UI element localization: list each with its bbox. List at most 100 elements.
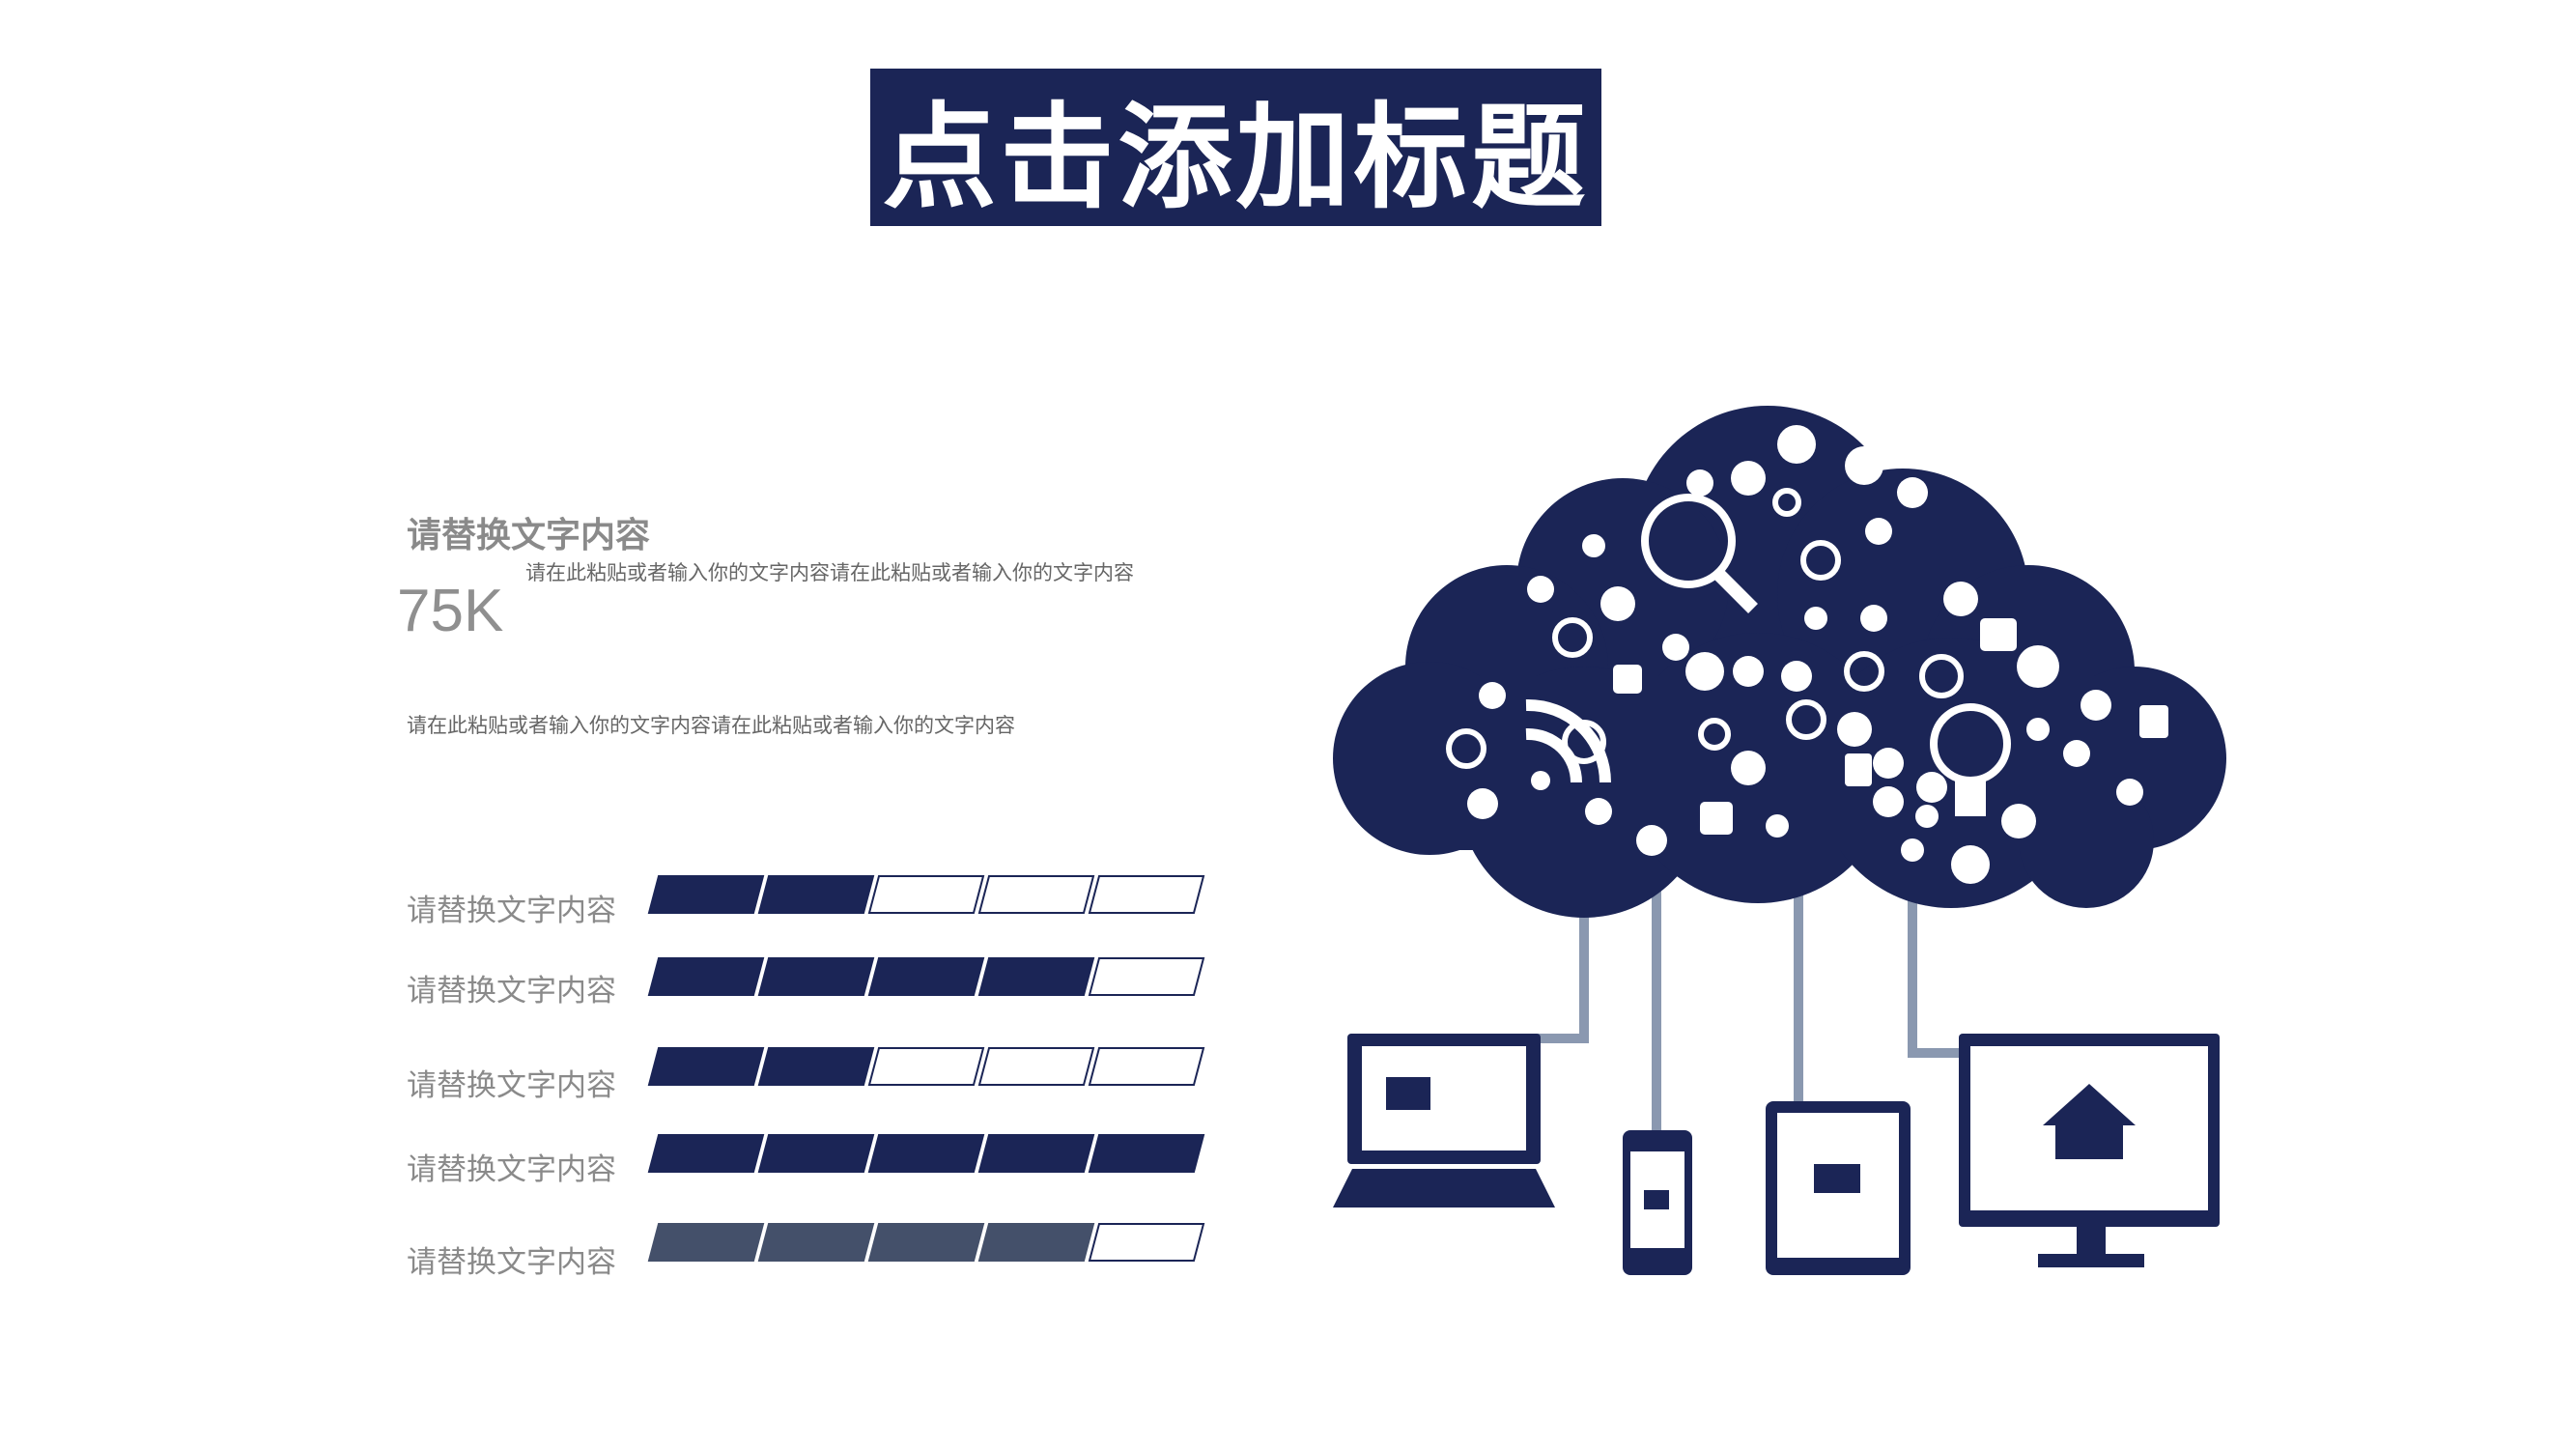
bell-icon: [1582, 534, 1605, 557]
progress-segment-filled: [757, 875, 875, 914]
progress-bar-4: [647, 1134, 1205, 1173]
cart-icon-3: [1814, 1164, 1860, 1193]
clipboard-icon: [1845, 753, 1872, 786]
lightbulb-icon-small: [1585, 798, 1612, 825]
refresh-icon-3: [1860, 605, 1887, 632]
progress-segment-filled: [977, 1134, 1095, 1173]
bell-icon-4: [2026, 718, 2050, 741]
row-label-1: 请替换文字内容: [407, 894, 616, 928]
progress-segment-filled: [867, 1223, 985, 1262]
progress-segment-filled: [647, 875, 765, 914]
progress-segment-filled: [757, 1047, 875, 1086]
gear-icon: [1916, 772, 1947, 803]
progress-segment-empty: [1088, 875, 1205, 914]
cart-icon: [1766, 814, 1789, 838]
cloud-icon: [1333, 406, 2226, 918]
tablet-icon: [1766, 1101, 1911, 1275]
chat-icon: [1467, 788, 1498, 819]
gear-icon-2: [1915, 805, 1939, 828]
users-icon-4: [1943, 582, 1978, 616]
progress-bar-3: [647, 1047, 1205, 1086]
pie-chart-icon: [1731, 751, 1766, 785]
progress-segment-filled: [647, 957, 765, 996]
globe-icon: [1685, 652, 1724, 691]
progress-bar-2: [647, 957, 1205, 996]
globe-icon-2: [2017, 645, 2059, 688]
monitor-icon: [1959, 1034, 2220, 1267]
save-icon: [1613, 665, 1642, 694]
magnifier-icon: [1641, 494, 1758, 613]
progress-segment-empty: [867, 1047, 985, 1086]
subheading: 请替换文字内容: [407, 516, 651, 555]
coffee-icon-3: [2063, 740, 2090, 767]
info-icon: [1562, 720, 1606, 764]
power-icon-3: [1786, 699, 1826, 740]
progress-bar-5: [647, 1223, 1205, 1262]
users-icon-2: [1731, 461, 1766, 496]
progress-segment-empty: [977, 875, 1095, 914]
progress-segment-empty: [1088, 1223, 1205, 1262]
progress-segment-filled: [977, 957, 1095, 996]
bell-icon-3: [1873, 786, 1904, 817]
clipboard-icon-2: [2139, 705, 2168, 738]
progress-bar-1: [647, 875, 1205, 914]
home-icon: [2043, 1084, 2136, 1159]
stat-value: 75K: [397, 578, 504, 644]
description-top: 请在此粘贴或者输入你的文字内容请在此粘贴或者输入你的文字内容: [525, 561, 1134, 584]
save-icon-2: [1700, 802, 1733, 835]
location-pin-icon-3: [2081, 690, 2111, 721]
location-pin-icon: [1662, 634, 1689, 661]
refresh-icon-2: [1772, 488, 1801, 517]
pie-chart-icon-3: [1951, 845, 1990, 884]
progress-segment-filled: [757, 1134, 875, 1173]
cart-icon-2: [2116, 779, 2143, 806]
row-label-3: 请替换文字内容: [407, 1068, 616, 1103]
progress-segment-filled: [647, 1223, 765, 1262]
progress-segment-filled: [647, 1134, 765, 1173]
headset-icon: [1446, 728, 1486, 769]
headset-icon-2: [1919, 654, 1964, 698]
progress-segment-empty: [1088, 1047, 1205, 1086]
cloud-devices-illustration: [1333, 406, 2226, 1275]
pie-chart-icon-2: [1845, 446, 1883, 485]
progress-segment-filled: [647, 1047, 765, 1086]
chat-icon-4: [1636, 825, 1667, 856]
small-icons: [1446, 425, 2168, 884]
progress-segment-empty: [867, 875, 985, 914]
progress-segment-filled: [757, 1223, 875, 1262]
laptop-icon: [1333, 1034, 1555, 1208]
progress-segment-filled: [1088, 1134, 1205, 1173]
info-icon-2: [1844, 651, 1884, 692]
progress-segment-empty: [1088, 957, 1205, 996]
lightbulb-icon: [1930, 703, 2011, 816]
progress-segment-empty: [977, 1047, 1095, 1086]
title-banner: 点击添加标题: [870, 69, 1601, 226]
row-label-4: 请替换文字内容: [407, 1152, 616, 1187]
row-label-5: 请替换文字内容: [407, 1245, 616, 1280]
strategy-icon: [1804, 607, 1827, 630]
users-icon: [1479, 682, 1506, 709]
page-title: 点击添加标题: [882, 91, 1590, 224]
row-label-2: 请替换文字内容: [407, 974, 616, 1009]
chat-icon-8: [1901, 838, 1924, 862]
coffee-icon: [1686, 469, 1713, 497]
chat-icon-2: [1527, 576, 1554, 603]
users-icon-3: [1733, 656, 1764, 687]
progress-segment-filled: [757, 957, 875, 996]
chat-icon-5: [1777, 425, 1816, 464]
bell-icon-2: [1865, 518, 1892, 545]
progress-segment-filled: [977, 1223, 1095, 1262]
phone-icon: [1623, 1130, 1692, 1275]
save-icon-3: [1980, 618, 2017, 651]
location-pin-icon-2: [1897, 477, 1928, 508]
refresh-icon: [1698, 718, 1731, 751]
chat-icon-9: [2001, 804, 2036, 838]
chat-icon-6: [1837, 712, 1872, 747]
chat-icon-7: [1873, 748, 1904, 779]
store-icon: [1386, 1077, 1430, 1110]
power-icon-2: [1800, 540, 1841, 581]
wifi-icon: [1525, 698, 1611, 790]
progress-segment-filled: [867, 1134, 985, 1173]
progress-segment-filled: [867, 957, 985, 996]
description-bottom: 请在此粘贴或者输入你的文字内容请在此粘贴或者输入你的文字内容: [407, 714, 1015, 737]
